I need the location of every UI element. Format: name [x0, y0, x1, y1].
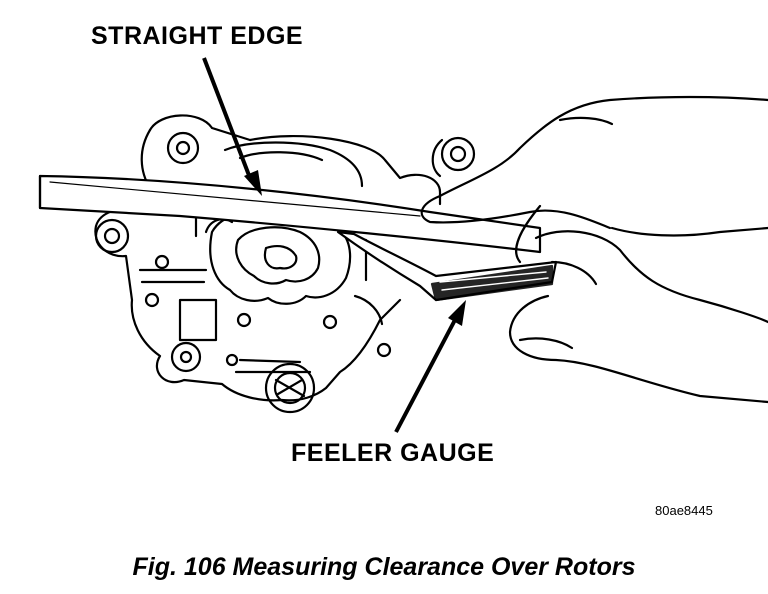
feeler-gauge-label: FEELER GAUGE — [291, 439, 495, 467]
figure-code: 80ae8445 — [655, 503, 713, 518]
feeler-gauge-arrow — [394, 300, 466, 433]
straight-edge-label: STRAIGHT EDGE — [91, 22, 304, 50]
straight-edge-arrow — [202, 57, 262, 196]
feeler-gauge-blade — [336, 230, 558, 302]
lower-hand — [508, 230, 768, 404]
straight-edge-bar — [38, 174, 542, 254]
upper-hand — [420, 95, 768, 264]
pump-housing — [94, 114, 476, 414]
figure-caption: Fig. 106 Measuring Clearance Over Rotors — [132, 553, 636, 581]
